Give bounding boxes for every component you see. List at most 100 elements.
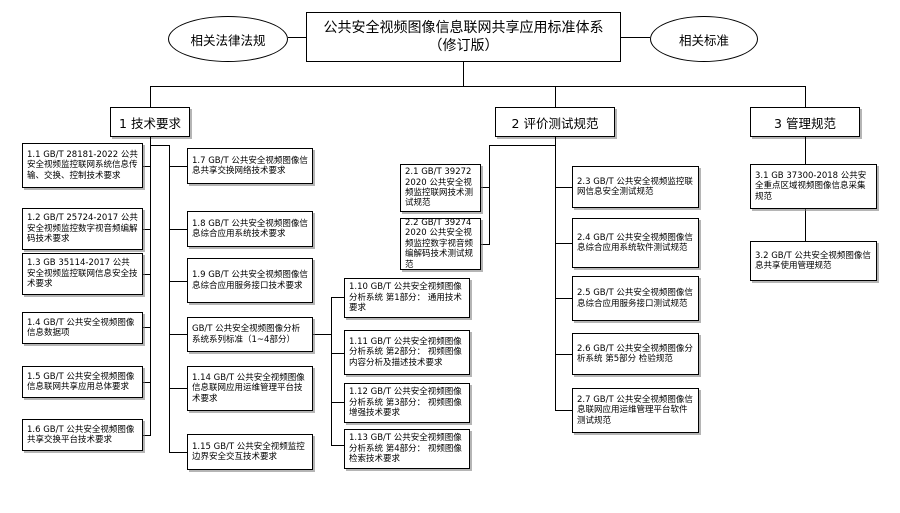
standard-box: 1.13 GB/T 公共安全视频图像分析系统 第4部分： 视频图像检索技术要求 [344,429,470,469]
diagram-title-line2: （修订版） [428,38,499,54]
standard-text: 1.10 GB/T 公共安全视频图像分析系统 第1部分： 通用技术要求 [349,282,462,314]
branch-std-1-series [169,334,187,335]
standard-box: 1.15 GB/T 公共安全视频监控边界安全交互技术要求 [187,434,313,470]
category-box-eval: 2 评价测试规范 [495,107,615,137]
branch-std-1-10 [331,297,344,298]
standard-text: GB/T 公共安全视频图像分析系统系列标准（1~4部分） [192,324,301,345]
standard-text: 2.7 GB/T 公共安全视频图像信息联网应用运维管理平台软件测试规范 [577,394,693,426]
standard-text: 2.5 GB/T 公共安全视频图像信息综合应用服务接口测试规范 [577,288,693,309]
diagram-title-line1: 公共安全视频图像信息联网共享应用标准体系 [323,19,604,36]
standard-text: 3.2 GB/T 公共安全视频图像信息共享使用管理规范 [755,250,871,271]
spine-tech-col2 [169,145,170,452]
standard-box: 1.7 GB/T 公共安全视频图像信息共享交换网络技术要求 [187,148,313,184]
spine-tech-col1 [150,145,151,435]
standard-text: 1.2 GB/T 25724-2017 公共安全视频监控数字视音频编解码技术要求 [27,213,138,245]
category-box-tech: 1 技术要求 [110,107,190,137]
spine-eval-col2 [555,145,556,410]
connector-bus-cat2 [555,86,556,107]
spine-tech-split [150,145,169,146]
standard-box: 1.14 GB/T 公共安全视频图像信息联网应用运维管理平台技术要求 [187,366,313,411]
branch-std-2-2 [481,244,490,245]
standard-text: 1.6 GB/T 公共安全视频图像共享交换平台技术要求 [27,424,135,445]
connector-main-bus [150,86,805,87]
branch-std-2-5 [555,298,572,299]
branch-std-1-9 [169,281,187,282]
branch-std-2-7 [555,410,572,411]
standard-box: 3.1 GB 37300-2018 公共安全重点区域视频图像信息采集规范 [750,164,877,209]
standard-box: 1.10 GB/T 公共安全视频图像分析系统 第1部分： 通用技术要求 [344,278,470,318]
standard-box: 1.5 GB/T 公共安全视频图像信息联网共享应用总体要求 [22,366,143,398]
branch-std-1-3 [143,274,151,275]
connector-title-down [463,62,464,86]
spine-eval-col1 [489,145,490,245]
standard-text: 2.4 GB/T 公共安全视频图像信息综合应用系统软件测试规范 [577,232,693,253]
spine-eval-split [489,145,556,146]
branch-std-1-14 [169,388,187,389]
standard-text: 1.8 GB/T 公共安全视频图像信息综合应用系统技术要求 [192,218,308,239]
standard-text: 1.5 GB/T 公共安全视频图像信息联网共享应用总体要求 [27,371,135,392]
standard-box: 1.9 GB/T 公共安全视频图像信息综合应用服务接口技术要求 [187,258,313,303]
standard-text: 1.13 GB/T 公共安全视频图像分析系统 第4部分： 视频图像检索技术要求 [349,433,462,465]
branch-std-2-3 [555,187,572,188]
related-laws-label: 相关法律法规 [190,32,266,48]
branch-std-1-13 [331,445,344,446]
standard-text: 2.2 GB/T 39274 2020 公共安全视频监控数字视音频编解码技术测试… [405,218,474,270]
standard-box: 1.8 GB/T 公共安全视频图像信息综合应用系统技术要求 [187,211,313,247]
standard-box: 3.2 GB/T 公共安全视频图像信息共享使用管理规范 [750,241,877,281]
branch-std-1-2 [143,229,151,230]
standard-box: 1.3 GB 35114-2017 公共安全视频监控联网信息安全技术要求 [22,253,143,295]
branch-std-1-4 [143,327,151,328]
branch-std-2-6 [555,354,572,355]
related-standards-ellipse: 相关标准 [650,16,758,62]
standard-box: 2.4 GB/T 公共安全视频图像信息综合应用系统软件测试规范 [572,218,699,268]
connector-left-ellipse-title [288,37,306,38]
standard-text: 1.11 GB/T 公共安全视频图像分析系统 第2部分： 视频图像内容分析及描述… [349,336,462,368]
standard-box: 1.4 GB/T 公共安全视频图像信息数据项 [22,312,143,344]
branch-std-1-5 [143,382,151,383]
connector-right-ellipse-title [621,37,650,38]
spine-tech-stub [150,137,151,145]
category-box-manage: 3 管理规范 [750,107,860,137]
diagram-title-box: 公共安全视频图像信息联网共享应用标准体系 （修订版） [306,12,621,62]
connector-bus-cat3 [805,86,806,107]
spine-tech-col3 [331,297,332,445]
branch-std-2-1 [481,187,490,188]
branch-series-out [313,334,331,335]
standard-box: 1.6 GB/T 公共安全视频图像共享交换平台技术要求 [22,419,143,451]
branch-std-1-12 [331,402,344,403]
standard-box: 1.2 GB/T 25724-2017 公共安全视频监控数字视音频编解码技术要求 [22,208,143,250]
standard-text: 2.1 GB/T 39272 2020 公共安全视频监控联网技术测试规范 [405,167,474,209]
related-laws-ellipse: 相关法律法规 [168,16,288,62]
branch-std-1-15 [169,452,187,453]
standard-text: 1.3 GB 35114-2017 公共安全视频监控联网信息安全技术要求 [27,258,138,290]
spine-eval-stub [555,137,556,145]
branch-std-2-4 [555,243,572,244]
branch-std-1-6 [143,435,151,436]
standard-text: 1.4 GB/T 公共安全视频图像信息数据项 [27,317,135,338]
branch-std-1-1 [143,166,151,167]
category-label-manage: 3 管理规范 [774,115,836,131]
standard-text: 2.6 GB/T 公共安全视频图像分析系统 第5部分 检验规范 [577,343,693,364]
category-label-tech: 1 技术要求 [119,115,181,131]
standard-box: GB/T 公共安全视频图像分析系统系列标准（1~4部分） [187,317,313,352]
standard-text: 1.15 GB/T 公共安全视频监控边界安全交互技术要求 [192,441,305,462]
category-label-eval: 2 评价测试规范 [511,115,599,131]
branch-std-1-11 [331,353,344,354]
connector-bus-cat1 [150,86,151,107]
standard-box: 1.11 GB/T 公共安全视频图像分析系统 第2部分： 视频图像内容分析及描述… [344,330,470,375]
standard-box: 1.1 GB/T 28181-2022 公共安全视频监控联网系统信息传输、交换、… [22,143,143,188]
standard-box: 2.1 GB/T 39272 2020 公共安全视频监控联网技术测试规范 [400,164,481,212]
standard-text: 1.1 GB/T 28181-2022 公共安全视频监控联网系统信息传输、交换、… [27,149,138,181]
branch-std-1-7 [169,166,187,167]
standard-box: 2.7 GB/T 公共安全视频图像信息联网应用运维管理平台软件测试规范 [572,388,699,433]
branch-std-1-8 [169,229,187,230]
standard-text: 3.1 GB 37300-2018 公共安全重点区域视频图像信息采集规范 [755,170,867,202]
standard-text: 1.14 GB/T 公共安全视频图像信息联网应用运维管理平台技术要求 [192,372,305,404]
standard-box: 2.2 GB/T 39274 2020 公共安全视频监控数字视音频编解码技术测试… [400,218,481,270]
standard-box: 2.6 GB/T 公共安全视频图像分析系统 第5部分 检验规范 [572,333,699,375]
standard-text: 1.9 GB/T 公共安全视频图像信息综合应用服务接口技术要求 [192,270,308,291]
standard-text: 1.12 GB/T 公共安全视频图像分析系统 第3部分： 视频图像增强技术要求 [349,387,462,419]
standard-box: 2.3 GB/T 公共安全视频监控联网信息安全测试规范 [572,166,699,208]
standard-box: 2.5 GB/T 公共安全视频图像信息综合应用服务接口测试规范 [572,276,699,321]
